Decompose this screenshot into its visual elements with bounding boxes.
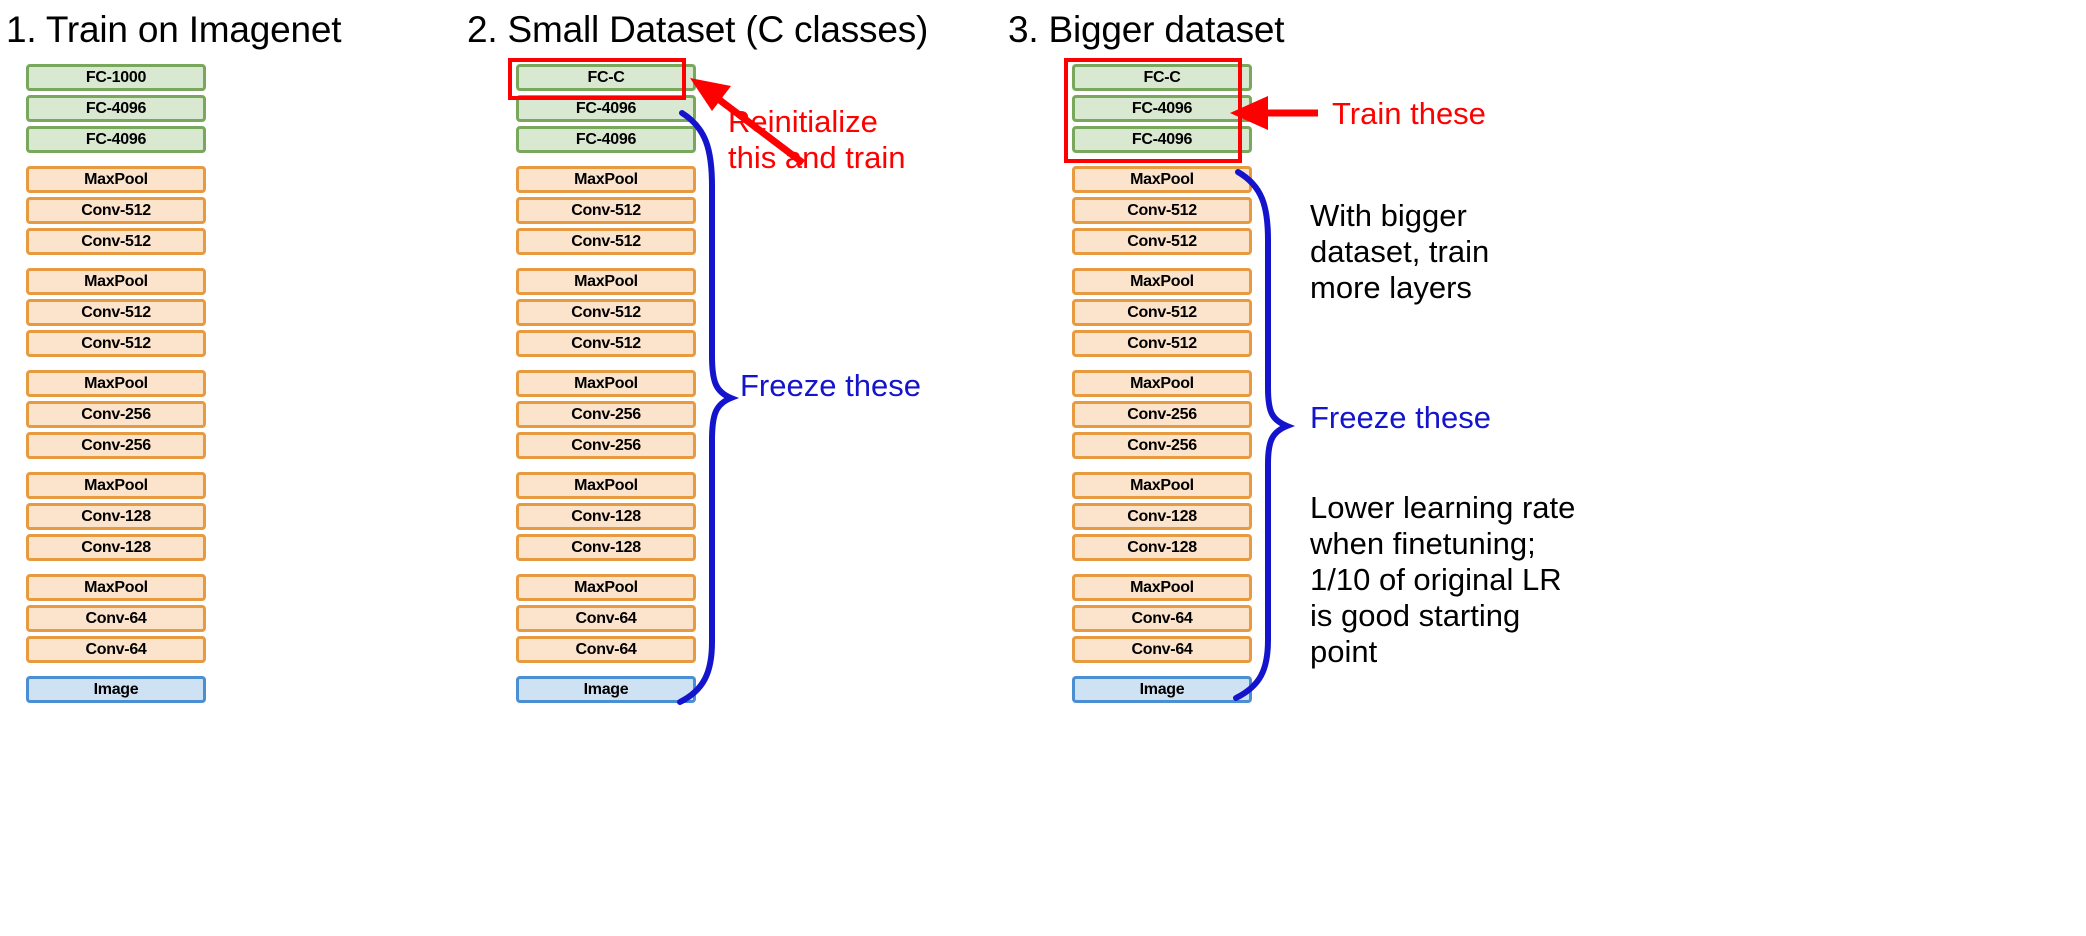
layer-box: Conv-128 — [516, 534, 696, 561]
highlight-box-trained-layers — [1064, 58, 1242, 163]
layer-box: Image — [1072, 676, 1252, 703]
highlight-box-reinitialized-layer — [508, 58, 686, 100]
annotation-learning-rate-note: Lower learning rate when finetuning; 1/1… — [1310, 490, 1576, 669]
layer-box: Conv-256 — [516, 401, 696, 428]
layer-box: Conv-512 — [1072, 228, 1252, 255]
layer-box: MaxPool — [26, 268, 206, 295]
layer-box: Conv-512 — [516, 299, 696, 326]
layer-box: FC-4096 — [1072, 126, 1252, 153]
layer-box: Conv-512 — [26, 197, 206, 224]
column-title-train-imagenet: 1. Train on Imagenet — [6, 9, 342, 50]
layer-box: Conv-64 — [516, 605, 696, 632]
layer-box: Conv-128 — [1072, 534, 1252, 561]
layer-box: MaxPool — [516, 472, 696, 499]
layer-box: MaxPool — [516, 268, 696, 295]
layer-box: MaxPool — [1072, 472, 1252, 499]
layer-box: FC-C — [1072, 64, 1252, 91]
layer-box: Conv-64 — [26, 605, 206, 632]
layer-box: MaxPool — [26, 574, 206, 601]
layer-box: Conv-512 — [1072, 330, 1252, 357]
layer-box: MaxPool — [516, 370, 696, 397]
layer-box: Conv-256 — [26, 432, 206, 459]
layer-box: Conv-512 — [516, 197, 696, 224]
layer-box: MaxPool — [516, 166, 696, 193]
annotation-freeze-these-bigger: Freeze these — [1310, 400, 1491, 435]
layer-box: Conv-512 — [516, 330, 696, 357]
layer-box: Conv-512 — [26, 299, 206, 326]
layer-box: Image — [516, 676, 696, 703]
layer-box: Conv-512 — [1072, 197, 1252, 224]
layer-box: FC-4096 — [1072, 95, 1252, 122]
annotation-bigger-dataset-note: With bigger dataset, train more layers — [1310, 198, 1490, 305]
layer-box: Conv-128 — [516, 503, 696, 530]
layer-box: MaxPool — [26, 370, 206, 397]
layer-box: MaxPool — [26, 166, 206, 193]
layer-box: Conv-256 — [26, 401, 206, 428]
layer-box: MaxPool — [26, 472, 206, 499]
layer-box: FC-4096 — [516, 126, 696, 153]
layer-box: FC-4096 — [26, 95, 206, 122]
layer-box: FC-4096 — [26, 126, 206, 153]
annotation-train-these: Train these — [1332, 96, 1486, 131]
layer-box: Conv-128 — [1072, 503, 1252, 530]
layer-box: Image — [26, 676, 206, 703]
column-title-small-dataset: 2. Small Dataset (C classes) — [467, 9, 929, 50]
layer-box: MaxPool — [1072, 268, 1252, 295]
layer-box: Conv-512 — [26, 330, 206, 357]
layer-box: Conv-64 — [26, 636, 206, 663]
layer-box: MaxPool — [1072, 574, 1252, 601]
layer-box: Conv-64 — [1072, 636, 1252, 663]
layer-box: MaxPool — [516, 574, 696, 601]
layer-box: Conv-256 — [1072, 401, 1252, 428]
annotation-freeze-these-small: Freeze these — [740, 368, 921, 403]
layer-box: MaxPool — [1072, 370, 1252, 397]
layer-box: Conv-128 — [26, 534, 206, 561]
layer-box: Conv-64 — [1072, 605, 1252, 632]
annotation-reinitialize: Reinitialize this and train — [728, 104, 906, 175]
layer-box: Conv-256 — [516, 432, 696, 459]
layer-box: Conv-64 — [516, 636, 696, 663]
layer-box: MaxPool — [1072, 166, 1252, 193]
layer-box: FC-C — [516, 64, 696, 91]
layer-box: Conv-256 — [1072, 432, 1252, 459]
layer-box: Conv-128 — [26, 503, 206, 530]
layer-box: Conv-512 — [516, 228, 696, 255]
layer-box: Conv-512 — [1072, 299, 1252, 326]
column-title-bigger-dataset: 3. Bigger dataset — [1008, 9, 1285, 50]
layer-box: Conv-512 — [26, 228, 206, 255]
layer-box: FC-1000 — [26, 64, 206, 91]
